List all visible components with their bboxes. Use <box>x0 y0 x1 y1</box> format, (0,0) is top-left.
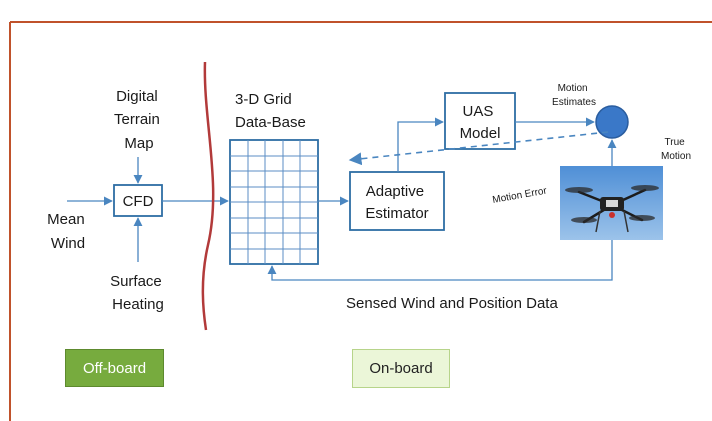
offboard-tag: Off-board <box>65 349 164 387</box>
quadcopter-drone-icon <box>560 166 663 240</box>
adaptive-estimator-block <box>349 171 445 231</box>
mean-wind-label: Mean Wind <box>47 211 89 252</box>
true-motion-label: True Motion <box>661 137 691 162</box>
uas-model-label: UAS Model <box>460 103 501 142</box>
uas-model-block <box>444 92 516 150</box>
terrain-map-label: Digital Terrain Map <box>114 88 164 152</box>
motion-estimates-label: Motion Estimates <box>552 83 596 108</box>
adaptive-estimator-label: Adaptive Estimator <box>365 183 428 222</box>
cfd-label: CFD <box>123 193 154 210</box>
grid-database-block <box>229 139 319 265</box>
estimator-to-uas-arrow <box>397 117 444 172</box>
sensed-wind-label: Sensed Wind and Position Data <box>346 295 558 312</box>
surface-heating-label: Surface Heating <box>110 273 166 313</box>
motion-comparator-node <box>595 105 629 139</box>
onboard-tag: On-board <box>352 349 450 388</box>
offboard-onboard-divider <box>201 61 215 331</box>
cfd-block <box>113 184 163 217</box>
sensed-data-feedback-arrow <box>267 240 613 281</box>
motion-error-label: Motion Error <box>492 185 549 206</box>
grid-title: 3-D Grid Data-Base <box>235 91 306 131</box>
